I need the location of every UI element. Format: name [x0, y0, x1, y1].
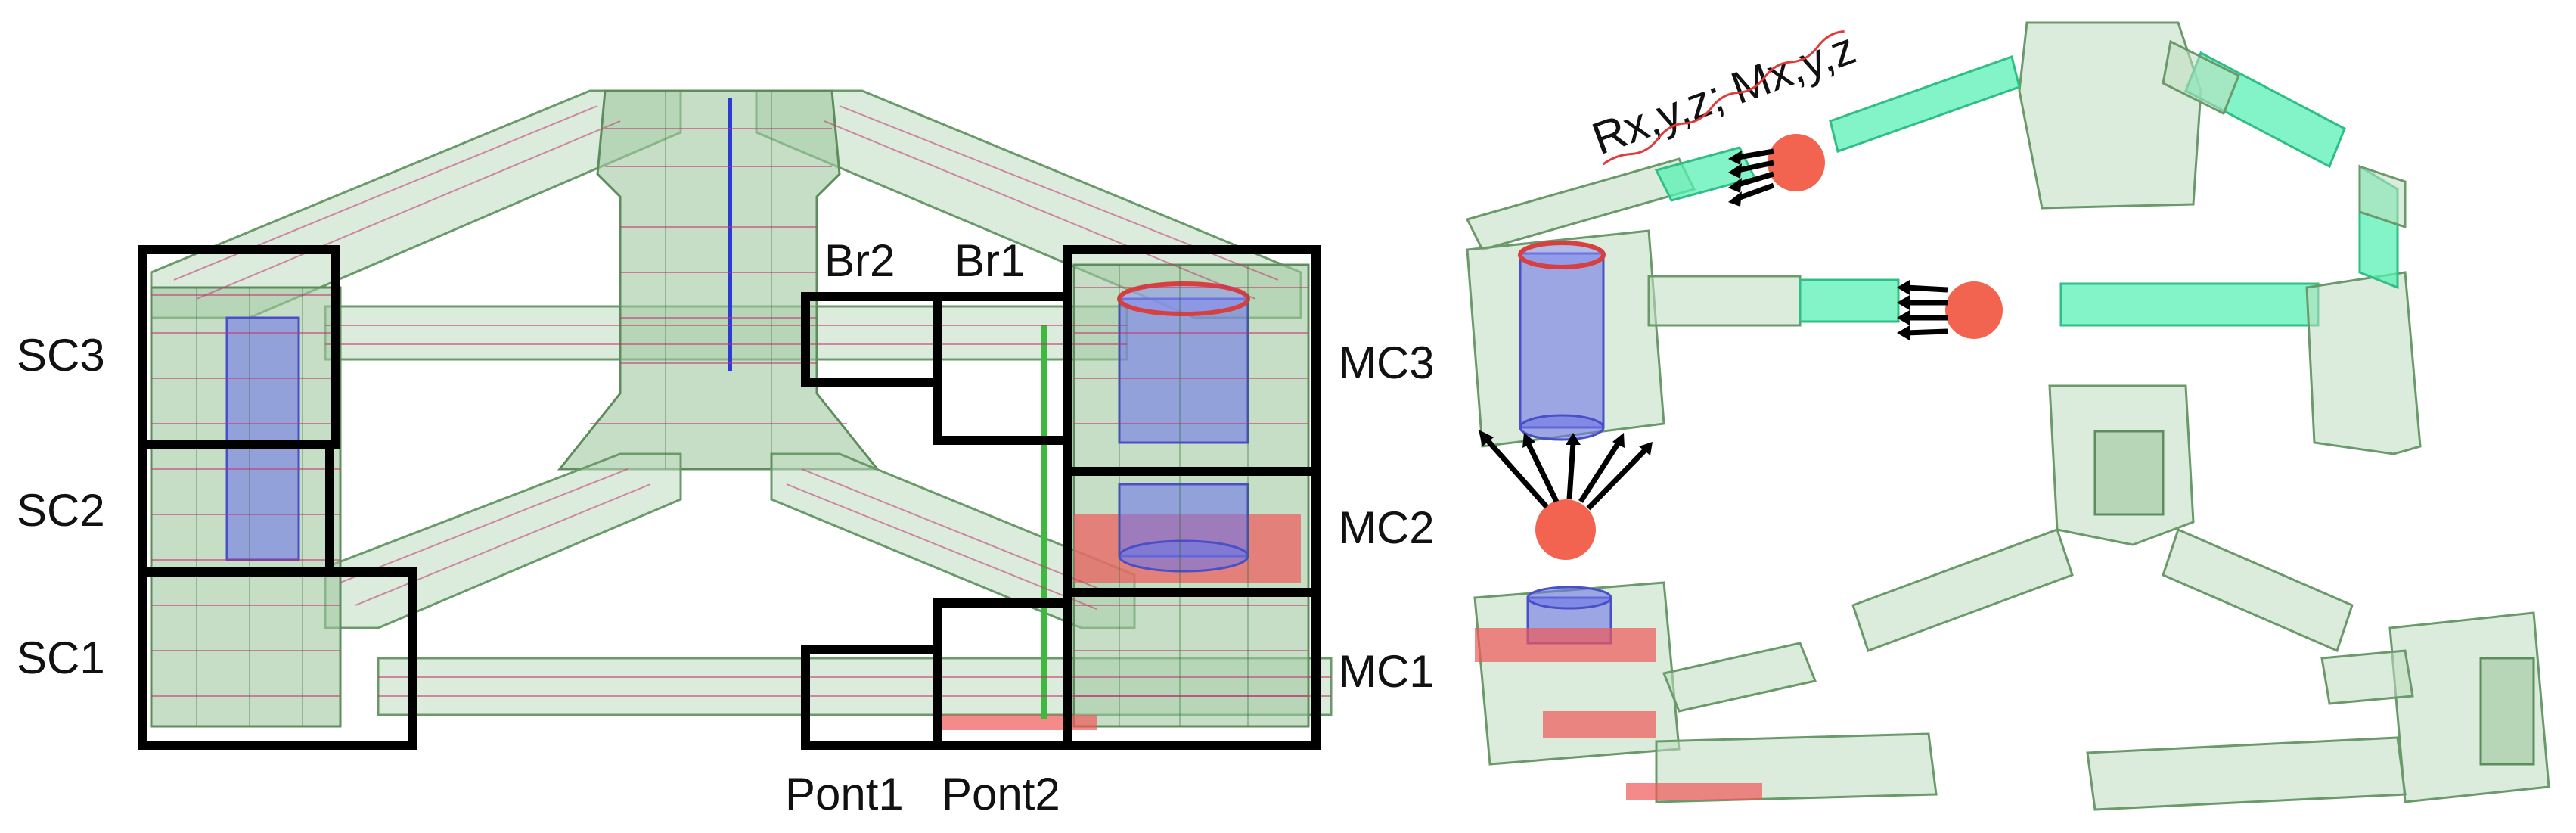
mc3-inner-tank — [1519, 252, 1605, 429]
left-column-tank — [225, 316, 300, 561]
top-right-diagonal-segment — [2162, 39, 2240, 116]
frame-sc1 — [138, 567, 417, 750]
top-central-column — [2018, 21, 2202, 210]
br-far-brace-highlight — [2059, 282, 2320, 327]
reaction-arrows-top — [1728, 148, 1775, 207]
label-sc2: SC2 — [17, 485, 105, 536]
reaction-label-underline — [1602, 30, 1845, 166]
label-br2: Br2 — [824, 235, 895, 286]
label-pont2: Pont2 — [942, 769, 1060, 819]
region-frames — [138, 245, 1321, 750]
right-column-lower-tank-bottom — [1118, 539, 1249, 573]
frame-br2 — [801, 292, 938, 387]
mc1-ballast-band — [1475, 628, 1656, 662]
sc1-pontoon — [2086, 736, 2407, 811]
label-br1: Br1 — [954, 235, 1025, 286]
right-upper-brace — [2358, 164, 2407, 229]
mid-left-pontoon — [1851, 528, 2074, 652]
label-sc1: SC1 — [17, 633, 105, 683]
mc1-tank-top — [1526, 586, 1612, 610]
label-mc2: MC2 — [1339, 502, 1435, 553]
label-mc1: MC1 — [1339, 646, 1435, 697]
br-brace-end-highlight — [1799, 278, 1900, 323]
reaction-arrows-middle — [1897, 280, 1948, 340]
right-column-block — [2305, 271, 2422, 455]
mc1-lower-ballast — [1543, 711, 1656, 738]
reaction-node-lower — [1535, 499, 1596, 560]
pontoon-ballast-strip — [1626, 783, 1762, 800]
mc3-tank-top — [1518, 241, 1606, 269]
mc1-side-brace — [1662, 642, 1817, 713]
left-panel-meshed-model: SC3 SC2 SC1 Br2 Br1 MC3 MC2 MC1 Pont1 Po… — [17, 89, 1435, 819]
right-panel-exploded-model: Rx,y,z; Mx,y,z — [1465, 21, 2550, 811]
label-mc3: MC3 — [1339, 337, 1435, 388]
bottom-pontoon-ballast — [938, 715, 1097, 730]
right-column-tank-top — [1117, 281, 1250, 316]
label-sc3: SC3 — [17, 330, 105, 381]
right-column-upper-tank — [1118, 297, 1249, 444]
reaction-node-top — [1768, 134, 1825, 191]
lower-left-pontoon — [324, 452, 682, 629]
top-left-diagonal-brace — [1829, 55, 2021, 153]
mid-right-pontoon — [2162, 527, 2354, 653]
mesh-overlay — [151, 91, 1331, 726]
reaction-node-middle — [1945, 281, 2003, 339]
br-horizontal-brace — [1647, 275, 1802, 327]
label-pont1: Pont1 — [785, 769, 904, 819]
sc1-core — [2479, 657, 2535, 766]
reaction-arrows-lower — [1479, 430, 1653, 511]
mc3-tank-bottom — [1519, 414, 1605, 441]
frame-pont2 — [933, 598, 1072, 750]
sc1-side-brace — [2320, 649, 2414, 705]
mid-central-core — [2093, 430, 2165, 516]
